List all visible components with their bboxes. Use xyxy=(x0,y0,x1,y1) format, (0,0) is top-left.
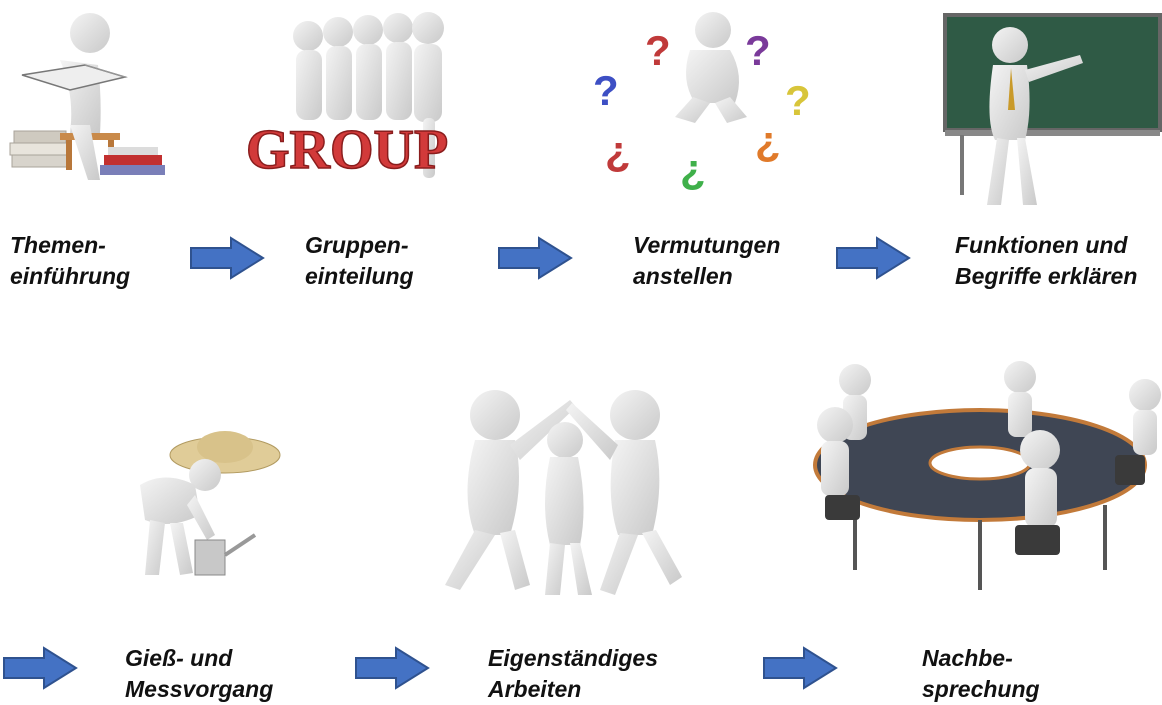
group-sign-text: GROUP xyxy=(246,119,448,181)
step-label-line2: sprechung xyxy=(922,676,1040,702)
svg-text:¿: ¿ xyxy=(755,117,781,164)
arrow-right-icon-4 xyxy=(3,646,78,690)
svg-text:?: ? xyxy=(645,27,671,74)
arrow-right-icon-2 xyxy=(498,236,573,280)
step-label-eigenstaendiges-arbeiten: Eigenständiges Arbeiten xyxy=(488,643,658,705)
step-label-line1: Themen- xyxy=(10,232,106,258)
arrow-right-icon-1 xyxy=(190,236,265,280)
step-label-line2: Messvorgang xyxy=(125,676,274,702)
step-label-giess-messvorgang: Gieß- und Messvorgang xyxy=(125,643,273,705)
reader-figure-illustration xyxy=(9,13,165,180)
group-figures-illustration: GROUP xyxy=(245,12,449,182)
step-label-gruppeneinteilung: Gruppen- einteilung xyxy=(305,230,414,292)
watering-figure-illustration xyxy=(140,431,281,576)
step-label-line1: Nachbe- xyxy=(922,645,1013,671)
arrow-right-icon-5 xyxy=(355,646,430,690)
step-label-vermutungen: Vermutungen anstellen xyxy=(633,230,780,292)
teacher-chalkboard-illustration xyxy=(943,13,1162,205)
question-marks-illustration: ? ? ? ? ¿ ¿ ¿ xyxy=(593,12,811,190)
step-label-line2: einteilung xyxy=(305,263,414,289)
arrow-right-icon-3 xyxy=(836,236,911,280)
svg-text:?: ? xyxy=(745,27,771,74)
svg-text:?: ? xyxy=(593,67,619,114)
step-label-line2: einführung xyxy=(10,263,131,289)
step-label-nachbesprechung: Nachbe- sprechung xyxy=(922,643,1040,705)
step-label-line1: Eigenständiges xyxy=(488,645,658,671)
svg-text:¿: ¿ xyxy=(680,145,706,190)
step-label-funktionen: Funktionen und Begriffe erklären xyxy=(955,230,1137,292)
step-label-line1: Gruppen- xyxy=(305,232,409,258)
step-label-line1: Vermutungen xyxy=(633,232,781,258)
step-label-themeneinfuehrung: Themen- einführung xyxy=(10,230,130,292)
high-five-illustration xyxy=(445,390,682,595)
svg-text:?: ? xyxy=(785,77,811,124)
step-label-line2: anstellen xyxy=(633,263,733,289)
step-label-line1: Funktionen und xyxy=(955,232,1128,258)
step-label-line1: Gieß- und xyxy=(125,645,233,671)
arrow-right-icon-6 xyxy=(763,646,838,690)
svg-text:¿: ¿ xyxy=(605,127,631,174)
step-label-line2: Begriffe erklären xyxy=(955,263,1138,289)
meeting-table-illustration xyxy=(813,361,1161,590)
step-label-line2: Arbeiten xyxy=(488,676,582,702)
